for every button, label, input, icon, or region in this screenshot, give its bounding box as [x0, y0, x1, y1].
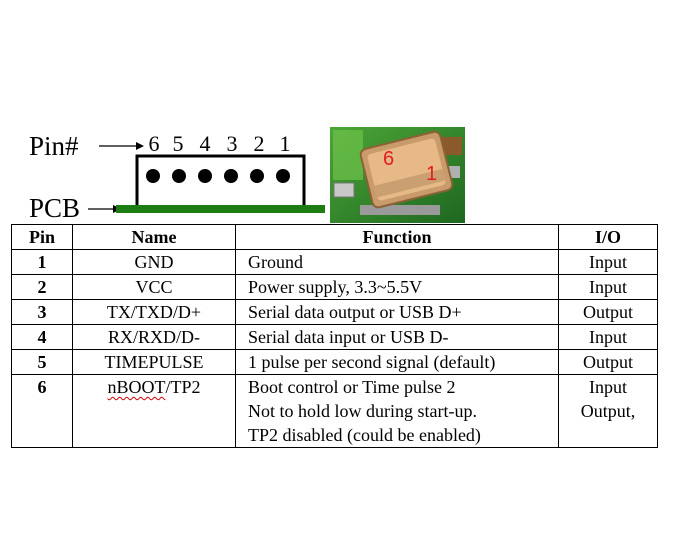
cell-function: Serial data output or USB D+: [235, 299, 559, 325]
connector-outline: [135, 154, 306, 207]
cell-name: TX/TXD/D+: [72, 299, 236, 325]
table-row: 4 RX/RXD/D- Serial data input or USB D- …: [11, 324, 658, 350]
function-line: Not to hold low during start-up.: [248, 401, 477, 421]
function-line: Boot control or Time pulse 2: [248, 377, 456, 397]
table-header-row: Pin Name Function I/O: [11, 224, 658, 250]
connector-diagram: Pin# 6 5 4 3 2 1 PCB: [29, 127, 465, 223]
cell-function: Serial data input or USB D-: [235, 324, 559, 350]
header-pin: Pin: [11, 224, 73, 250]
connector-photo: 6 1: [330, 127, 465, 223]
cell-io: Output: [558, 299, 658, 325]
cell-name: TIMEPULSE: [72, 349, 236, 375]
table-row: 2 VCC Power supply, 3.3~5.5V Input: [11, 274, 658, 300]
cell-io: Input: [558, 274, 658, 300]
header-function: Function: [235, 224, 559, 250]
pin-number: 4: [200, 131, 211, 156]
pin-number: 6: [149, 131, 160, 156]
cell-pin: 1: [11, 249, 73, 275]
pcb-bar: [116, 205, 325, 213]
pin-number: 2: [254, 131, 265, 156]
cell-pin: 6: [11, 374, 73, 448]
table-row: 1 GND Ground Input: [11, 249, 658, 275]
pin-arrow-head: [136, 142, 144, 150]
pin-dot: [198, 169, 212, 183]
connector-pins: [146, 169, 290, 183]
pin-dot: [250, 169, 264, 183]
cell-function: 1 pulse per second signal (default): [235, 349, 559, 375]
io-line: Input: [589, 377, 627, 397]
pin-dot: [172, 169, 186, 183]
pin-dot: [224, 169, 238, 183]
cell-io: Input: [558, 324, 658, 350]
cell-pin: 5: [11, 349, 73, 375]
pin-number: 3: [227, 131, 238, 156]
pin-table: Pin Name Function I/O 1 GND Ground Input…: [11, 224, 658, 448]
cell-io: Output: [558, 349, 658, 375]
cell-pin: 4: [11, 324, 73, 350]
pin-dot: [146, 169, 160, 183]
function-line: TP2 disabled (could be enabled): [248, 425, 481, 445]
cell-name: nBOOT/TP2: [72, 374, 236, 448]
name-prefix-spellcheck: nBOOT: [107, 377, 166, 397]
pin-dot: [276, 169, 290, 183]
cell-name: RX/RXD/D-: [72, 324, 236, 350]
name-suffix: /TP2: [165, 377, 201, 397]
cell-function: Boot control or Time pulse 2 Not to hold…: [235, 374, 559, 448]
header-io: I/O: [558, 224, 658, 250]
cell-pin: 2: [11, 274, 73, 300]
cell-io: Input: [558, 249, 658, 275]
cell-name: VCC: [72, 274, 236, 300]
pin-number: 1: [280, 131, 291, 156]
pin-label: Pin#: [29, 131, 79, 161]
photo-mark-1: 1: [426, 163, 437, 185]
table-row: 5 TIMEPULSE 1 pulse per second signal (d…: [11, 349, 658, 375]
io-line: Output,: [580, 401, 636, 421]
pcb-label: PCB: [29, 193, 80, 223]
pin-number: 5: [173, 131, 184, 156]
table-row: 3 TX/TXD/D+ Serial data output or USB D+…: [11, 299, 658, 325]
cell-pin: 3: [11, 299, 73, 325]
table-row: 6 nBOOT/TP2 Boot control or Time pulse 2…: [11, 374, 658, 448]
cell-name: GND: [72, 249, 236, 275]
photo-mark-6: 6: [383, 148, 394, 170]
pin-numbers: 6 5 4 3 2 1: [149, 131, 291, 156]
cell-function: Power supply, 3.3~5.5V: [235, 274, 559, 300]
cell-function: Ground: [235, 249, 559, 275]
header-name: Name: [72, 224, 236, 250]
cell-io: Input Output,: [558, 374, 658, 448]
